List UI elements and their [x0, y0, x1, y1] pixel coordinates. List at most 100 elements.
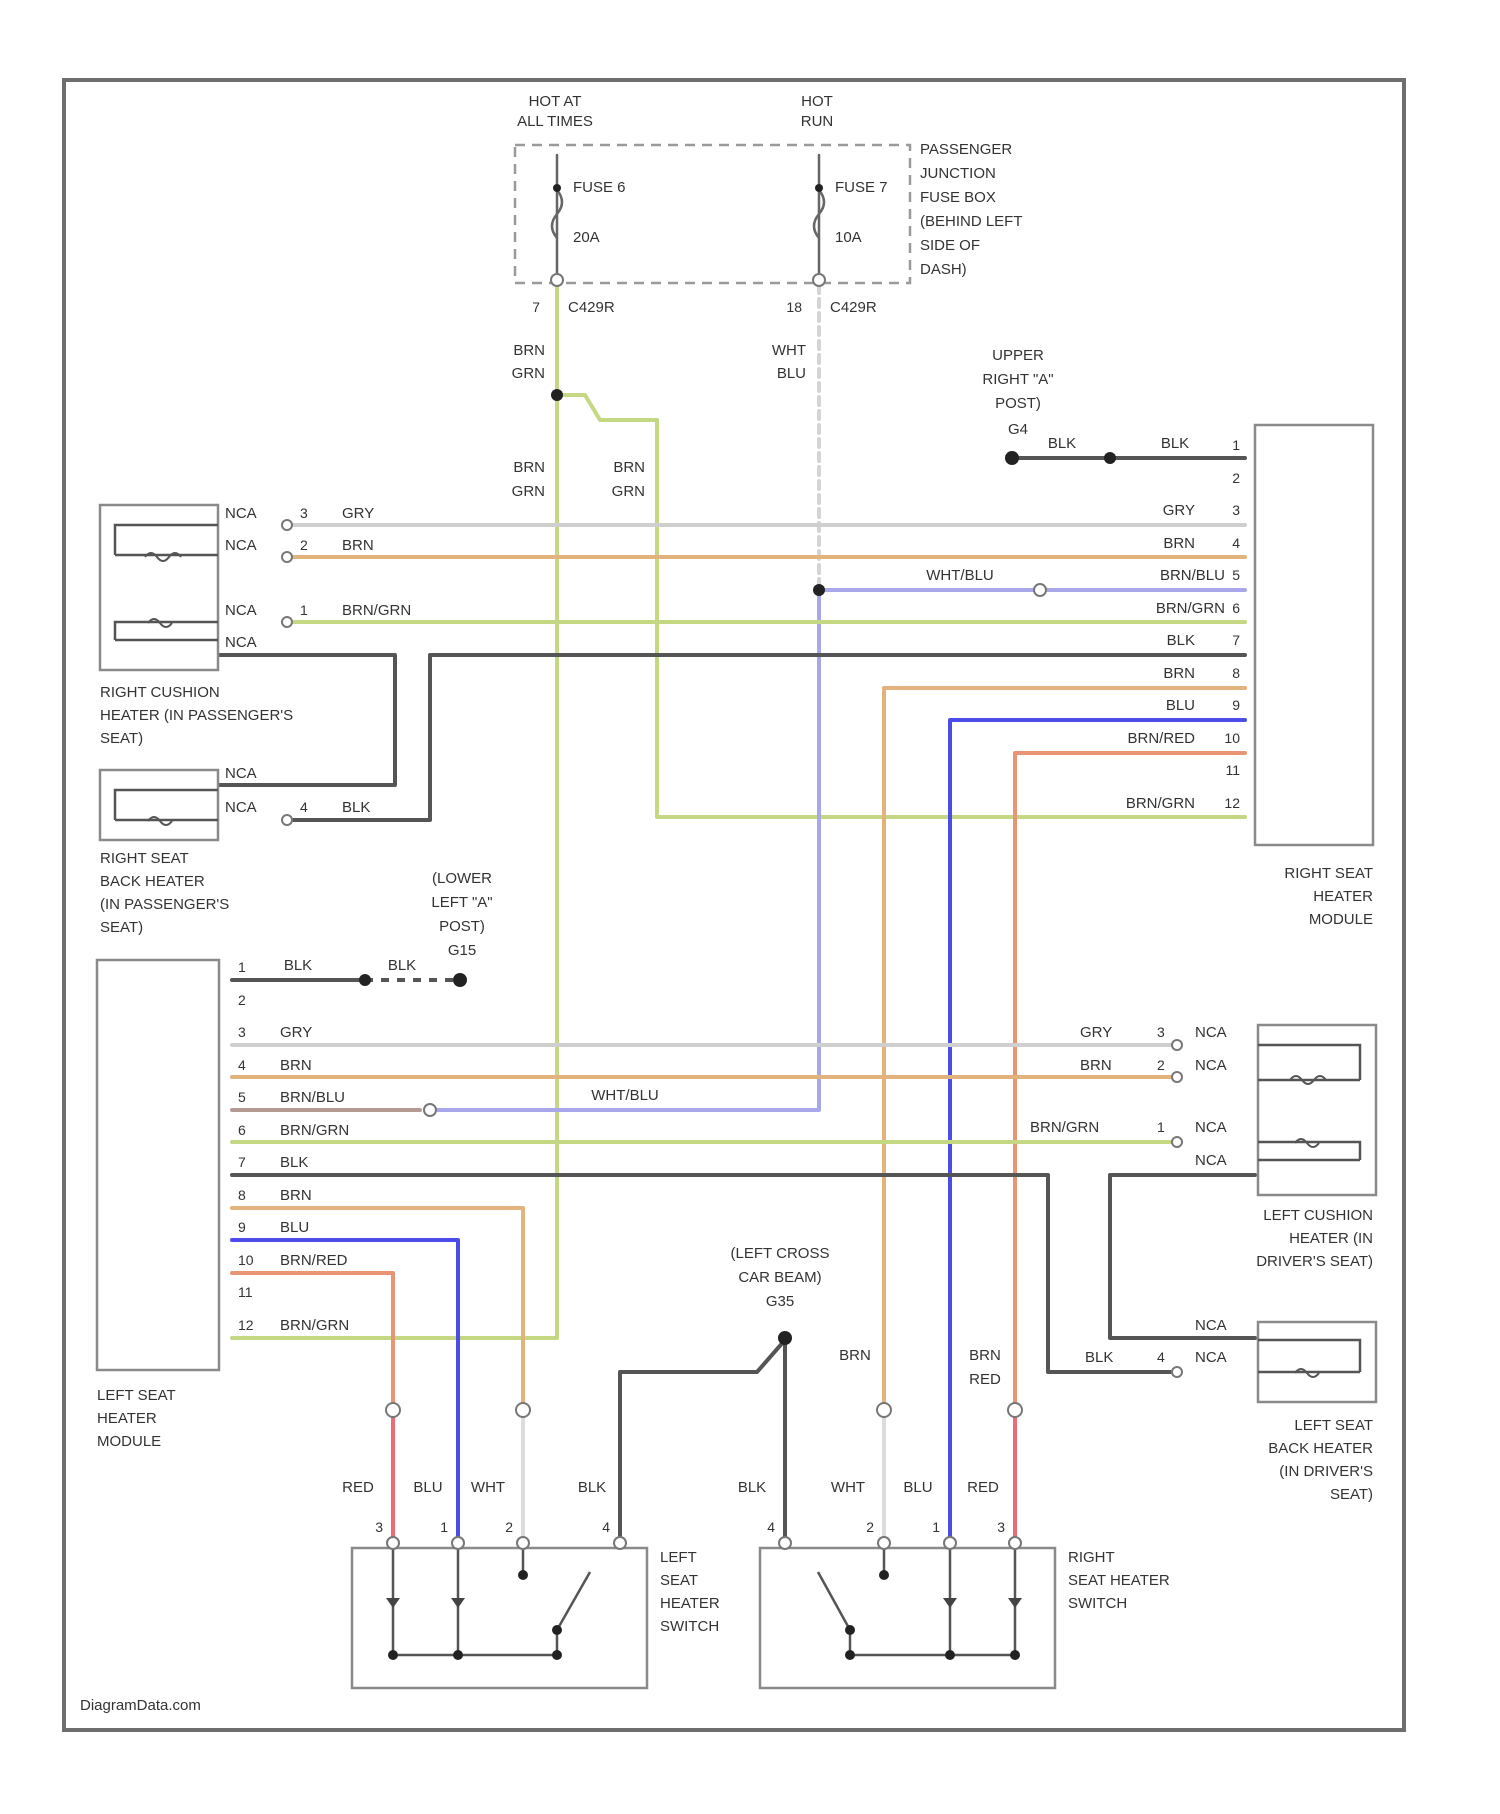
left-cushion-name-1: LEFT CUSHION	[1263, 1207, 1373, 1224]
right-module-wire-brn-grn: BRN/GRN	[1156, 600, 1225, 617]
ground-g4-label-1: UPPER	[992, 347, 1044, 364]
wire-brn-red-left-switch	[232, 1273, 393, 1408]
right-back-heater-element	[115, 790, 218, 820]
right-switch-name-1: RIGHT	[1068, 1549, 1115, 1566]
ground-g15-label-3: POST)	[439, 918, 485, 935]
right-module-pin-12: 12	[1224, 795, 1240, 811]
wire-blk-right-back	[285, 655, 1245, 820]
left-cushion-nca-1: NCA	[1195, 1024, 1227, 1041]
right-switch-contact	[818, 1548, 884, 1630]
right-back-heater	[100, 770, 218, 840]
wire-label-brn-grn-b-1: BRN	[513, 459, 545, 476]
fuse-7-name: FUSE 7	[835, 179, 888, 196]
wires	[220, 155, 1255, 1540]
fuse-6-terminal	[553, 184, 561, 192]
left-module-wire-brn-blu: BRN/BLU	[280, 1089, 345, 1106]
right-module-wire-brn-2: BRN	[1163, 665, 1195, 682]
right-module-name-3: MODULE	[1309, 911, 1373, 928]
fuse-6-name: FUSE 6	[573, 179, 626, 196]
right-module-pin1-wire: BLK	[1161, 435, 1189, 452]
right-switch-brn-red-1: BRN	[969, 1347, 1001, 1364]
right-cushion-gry: GRY	[342, 505, 374, 522]
right-back-name-2: BACK HEATER	[100, 873, 205, 890]
right-cushion-heater-element-2	[115, 622, 218, 640]
right-switch-pin-4: 4	[767, 1519, 775, 1535]
left-back-pin-4: 4	[1157, 1349, 1165, 1365]
fuse-7-rating: 10A	[835, 229, 862, 246]
left-module-pin-7: 7	[238, 1154, 246, 1170]
right-module-pin-3: 3	[1232, 502, 1240, 518]
left-wht-blu-label: WHT/BLU	[591, 1087, 659, 1104]
left-switch-contact	[523, 1548, 590, 1630]
ground-g4-label-3: POST)	[995, 395, 1041, 412]
wire-brn-grn-main	[232, 285, 557, 1338]
left-switch-name-4: SWITCH	[660, 1618, 719, 1635]
right-module-pin-8: 8	[1232, 665, 1240, 681]
left-module-pin-9: 9	[238, 1219, 246, 1235]
hot-in-run-1: HOT	[801, 93, 833, 110]
left-switch-red: RED	[342, 1479, 374, 1496]
left-back-blk: BLK	[1085, 1349, 1113, 1366]
left-cushion-nca-3: NCA	[1195, 1119, 1227, 1136]
ground-g15-id: G15	[448, 942, 476, 959]
wire-label-wht-blu-1: WHT	[772, 342, 806, 359]
left-back-name-3: (IN DRIVER'S	[1279, 1463, 1373, 1480]
right-cushion-pin-1: 1	[300, 602, 308, 618]
left-switch-blu: BLU	[413, 1479, 442, 1496]
left-module-name-1: LEFT SEAT	[97, 1387, 176, 1404]
left-switch-pin-1: 1	[440, 1519, 448, 1535]
left-cushion-pin-1: 1	[1157, 1119, 1165, 1135]
right-cushion-nca-1: NCA	[225, 505, 257, 522]
wire-label-brn-grn-c-1: BRN	[613, 459, 645, 476]
right-switch-lamp-2	[1008, 1598, 1022, 1608]
ground-g35-id: G35	[766, 1293, 794, 1310]
right-module-wire-brn-blu: BRN/BLU	[1160, 567, 1225, 584]
left-cushion-nca-2: NCA	[1195, 1057, 1227, 1074]
right-switch-blk: BLK	[738, 1479, 766, 1496]
left-module-name-2: HEATER	[97, 1410, 157, 1427]
right-switch-pin-3: 3	[997, 1519, 1005, 1535]
left-module-wire-brn-grn-2: BRN/GRN	[280, 1317, 349, 1334]
right-back-blk: BLK	[342, 799, 370, 816]
ground-g4-splice	[1104, 452, 1116, 464]
ground-g15-label-1: (LOWER	[432, 870, 492, 887]
right-cushion-nca-3: NCA	[225, 602, 257, 619]
left-module-pin-3: 3	[238, 1024, 246, 1040]
left-switch-name-1: LEFT	[660, 1549, 697, 1566]
left-cushion-gry: GRY	[1080, 1024, 1112, 1041]
left-back-heater	[1258, 1322, 1376, 1402]
left-back-nca-1: NCA	[1195, 1317, 1227, 1334]
right-wht-blu-label: WHT/BLU	[926, 567, 994, 584]
right-switch-lamp-1	[943, 1598, 957, 1608]
left-switch-wht: WHT	[471, 1479, 505, 1496]
right-switch-red: RED	[967, 1479, 999, 1496]
left-cushion-name-2: HEATER (IN	[1289, 1230, 1373, 1247]
ground-g4-id: G4	[1008, 421, 1028, 438]
ground-g15-wire-label: BLK	[388, 957, 416, 974]
wire-label-brn-grn-b-2: GRN	[512, 483, 545, 500]
splice-dots	[551, 389, 825, 596]
right-module-wire-gry: GRY	[1163, 502, 1195, 519]
watermark: DiagramData.com	[80, 1697, 201, 1714]
right-cushion-name-3: SEAT)	[100, 730, 143, 747]
ground-g15	[359, 973, 467, 987]
left-module-wire-gry: GRY	[280, 1024, 312, 1041]
left-switch-bus	[393, 1548, 557, 1655]
fuse-box-label-1: PASSENGER	[920, 141, 1012, 158]
right-module-name-1: RIGHT SEAT	[1284, 865, 1373, 882]
left-module-wire-brn: BRN	[280, 1057, 312, 1074]
left-back-name-4: SEAT)	[1330, 1486, 1373, 1503]
right-module-wire-blu: BLU	[1166, 697, 1195, 714]
fuse-box-label-6: DASH)	[920, 261, 967, 278]
right-switch-name-3: SWITCH	[1068, 1595, 1127, 1612]
right-switch-wht: WHT	[831, 1479, 865, 1496]
left-switch-name-2: SEAT	[660, 1572, 698, 1589]
left-switch-blk: BLK	[578, 1479, 606, 1496]
fuse-box-label-4: (BEHIND LEFT	[920, 213, 1023, 230]
left-module-pin-2: 2	[238, 992, 246, 1008]
left-switch-name-3: HEATER	[660, 1595, 720, 1612]
right-seat-heater-switch	[760, 1548, 1055, 1688]
right-switch-name-2: SEAT HEATER	[1068, 1572, 1170, 1589]
right-module-wire-brn-red: BRN/RED	[1127, 730, 1195, 747]
